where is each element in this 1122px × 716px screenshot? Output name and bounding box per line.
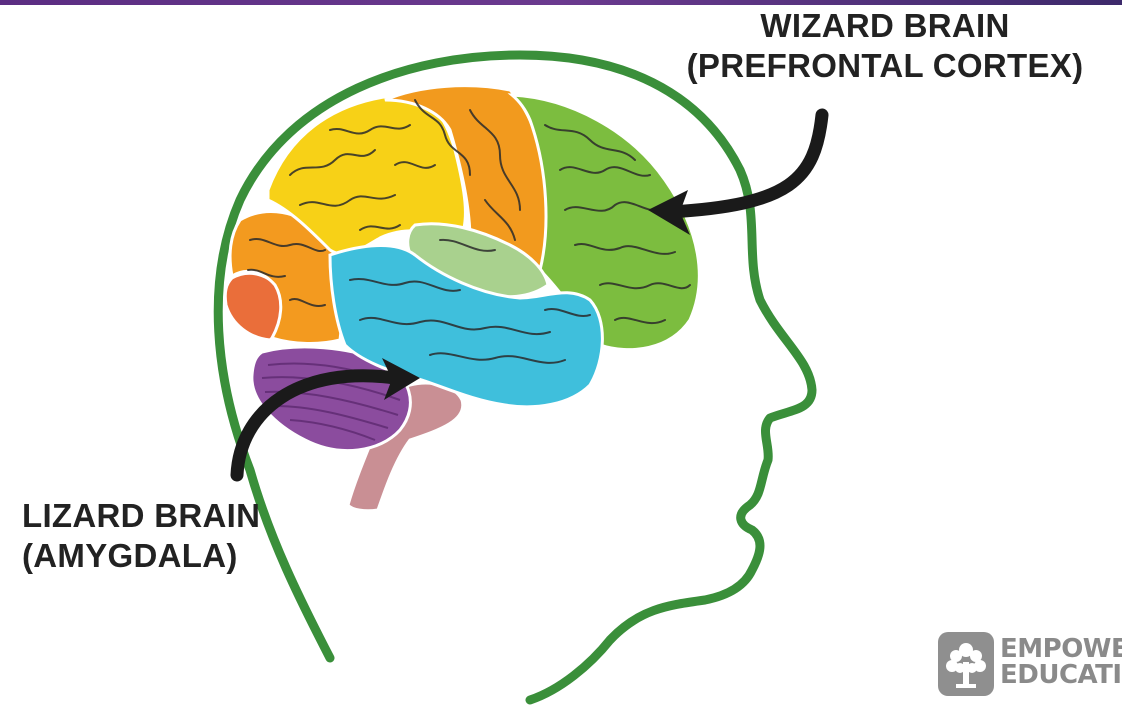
- empower-education-logo: EMPOWER EDUCATION: [938, 630, 1122, 700]
- logo-line-1: EMPOWER: [1000, 636, 1122, 662]
- wizard-brain-title: WIZARD BRAIN: [640, 6, 1122, 46]
- wizard-brain-label: WIZARD BRAIN (PREFRONTAL CORTEX): [640, 6, 1122, 86]
- logo-line-2: EDUCATION: [1000, 662, 1122, 688]
- logo-wordmark: EMPOWER EDUCATION: [1000, 636, 1122, 688]
- lizard-brain-subtitle: (AMYGDALA): [22, 536, 260, 576]
- lizard-brain-label: LIZARD BRAIN (AMYGDALA): [22, 496, 260, 576]
- lizard-brain-title: LIZARD BRAIN: [22, 496, 260, 536]
- wizard-arrow: [670, 115, 822, 212]
- wizard-brain-subtitle: (PREFRONTAL CORTEX): [640, 46, 1122, 86]
- tree-logo-icon: [938, 632, 994, 696]
